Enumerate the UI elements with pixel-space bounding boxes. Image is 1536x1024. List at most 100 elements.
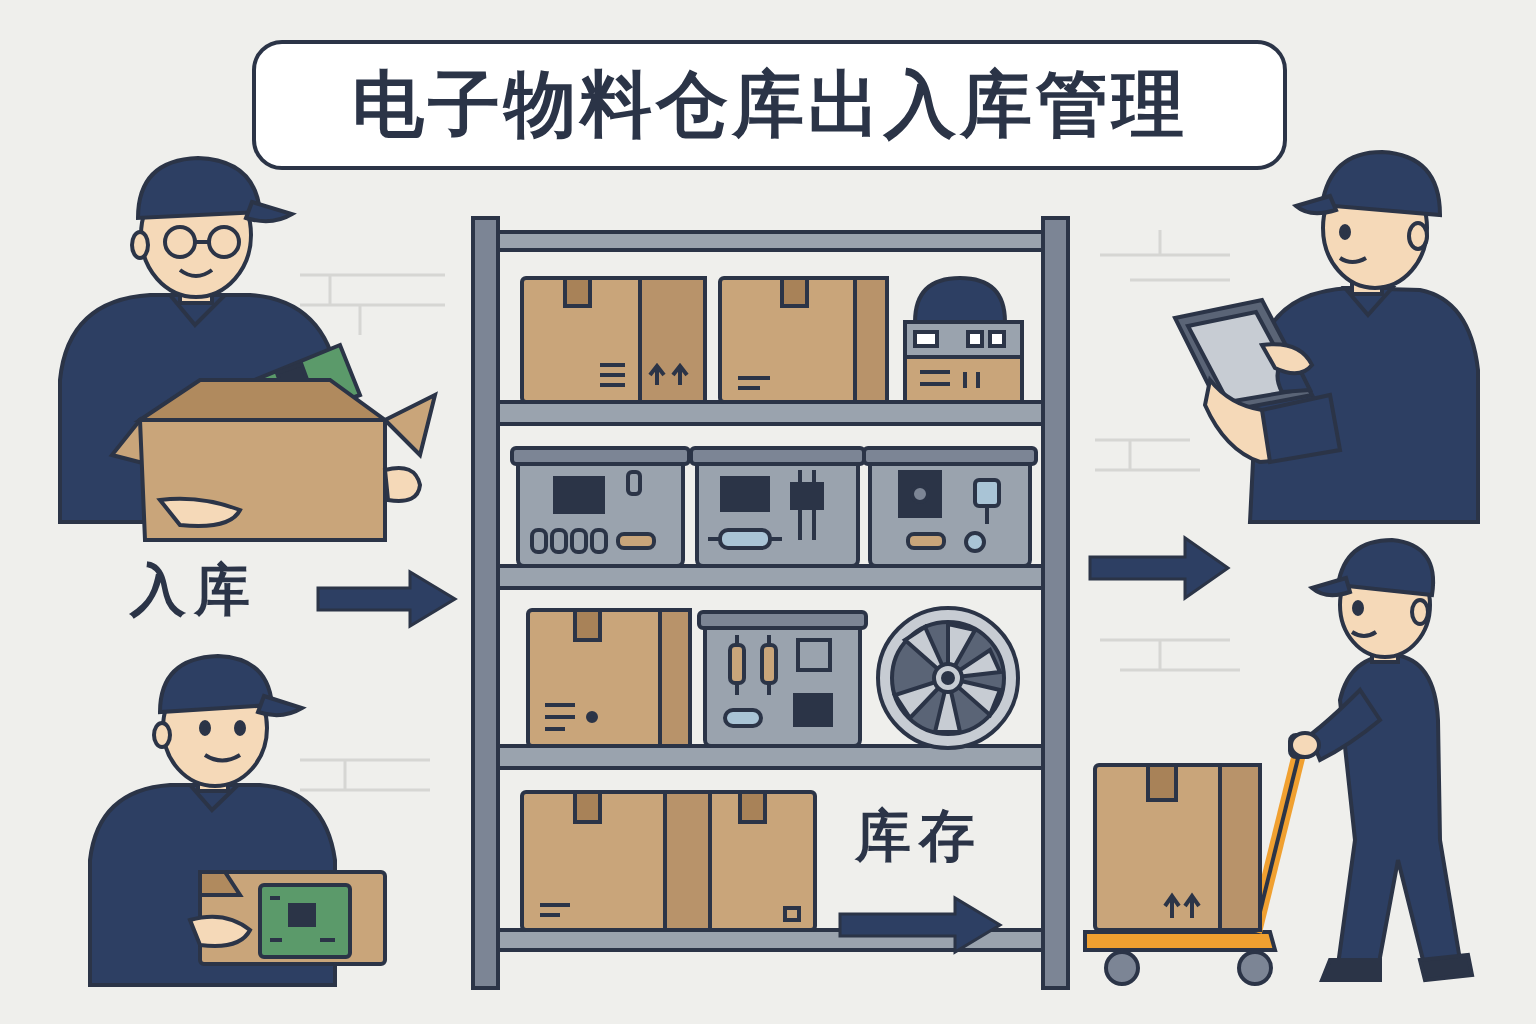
pallet-jack: [1085, 932, 1275, 950]
component-bins: [512, 448, 689, 464]
worker-checking: [1262, 344, 1312, 373]
shelf-rack: [498, 402, 1043, 424]
worker-receiving: [138, 158, 260, 218]
pallet-jack: [1165, 896, 1199, 918]
worker-receiving: [258, 696, 302, 715]
worker-shipping: [1322, 960, 1380, 980]
worker-shipping: [1352, 632, 1376, 636]
worker-receiving: [200, 872, 240, 895]
cardboard-boxes: [545, 705, 575, 729]
title-frame: 电子物料仓库出入库管理: [252, 40, 1287, 170]
tablet: [1175, 300, 1312, 412]
component-bins: [985, 506, 989, 524]
worker-receiving: [270, 898, 335, 940]
brick-lines: [1100, 640, 1240, 670]
component-bins: [912, 486, 928, 502]
worker-shipping: [1338, 540, 1433, 595]
worker-receiving: [60, 158, 435, 540]
worker-shipping: [1420, 955, 1472, 980]
component-bins: [908, 534, 944, 548]
component-bins: [966, 533, 984, 551]
component-bin: [730, 645, 744, 683]
brick-lines: [1095, 440, 1200, 470]
component-bins: [555, 478, 603, 512]
cardboard-boxes: [785, 908, 799, 920]
shelf-rack: [498, 746, 1043, 768]
flow-arrows: [840, 898, 1000, 952]
component-bins: [691, 448, 864, 464]
brick-lines: [300, 230, 1240, 790]
worker-receiving: [132, 232, 148, 258]
component-bins: [618, 534, 654, 548]
brick-lines: [300, 275, 445, 335]
device-unit: [915, 332, 937, 346]
component-bins: [722, 478, 768, 510]
component-bins: [900, 472, 940, 516]
component-bin: [767, 635, 771, 695]
cardboard-boxes: [575, 610, 600, 640]
worker-receiving: [385, 395, 435, 455]
component-bins: [628, 472, 640, 494]
worker-receiving: [205, 755, 240, 761]
flow-arrows: [318, 538, 1228, 952]
shelf-rack: [473, 218, 498, 988]
brick-lines: [300, 760, 430, 790]
device-unit: [920, 372, 978, 388]
component-bins: [708, 537, 782, 541]
worker-receiving: [90, 656, 385, 985]
worker-shipping: [1412, 600, 1428, 624]
cardboard-boxes: [650, 366, 687, 385]
cardboard-boxes: [740, 792, 765, 822]
worker-receiving: [246, 202, 292, 221]
worker-checking: [1175, 152, 1478, 522]
worker-shipping: [1312, 578, 1350, 595]
shelf-rack: [1043, 218, 1068, 988]
component-reel: [943, 673, 953, 683]
worker-receiving: [190, 917, 250, 946]
component-bin: [699, 612, 866, 628]
component-bins: [720, 530, 770, 548]
worker-receiving: [140, 380, 385, 420]
flow-label: 库存: [855, 808, 983, 864]
device-unit: [990, 332, 1004, 346]
flow-label: 入库: [130, 562, 258, 618]
pallet-jack: [1106, 952, 1138, 984]
cardboard-boxes: [720, 278, 887, 402]
component-bin: [705, 612, 860, 746]
pallet-jack: [1148, 765, 1176, 800]
component-bin: [762, 645, 776, 683]
flow-arrows: [318, 572, 455, 626]
cardboard-boxes: [522, 792, 815, 930]
worker-receiving: [165, 227, 195, 257]
device-unit: [915, 278, 1005, 322]
component-bin: [699, 612, 866, 746]
pallet-jack: [1220, 765, 1260, 930]
worker-receiving: [290, 905, 314, 925]
component-reel: [878, 608, 1018, 748]
component-bins: [975, 480, 999, 506]
cardboard-boxes: [528, 610, 690, 746]
worker-receiving: [140, 420, 385, 540]
component-bin: [725, 710, 761, 726]
shelf-rack: [498, 566, 1043, 588]
cardboard-boxes: [565, 278, 590, 306]
cardboard-boxes: [665, 792, 710, 930]
component-bins: [512, 448, 1036, 566]
cardboard-boxes: [660, 610, 690, 746]
worker-shipping: [1291, 733, 1319, 757]
worker-checking: [1322, 152, 1440, 215]
diagram-title: 电子物料仓库出入库管理: [352, 57, 1188, 153]
cardboard-boxes: [540, 905, 570, 915]
cardboard-boxes: [782, 278, 807, 306]
cardboard-boxes: [522, 278, 705, 402]
worker-receiving: [160, 499, 240, 526]
pallet-jack: [1239, 952, 1271, 984]
tablet: [1175, 300, 1312, 412]
worker-checking: [1340, 258, 1366, 262]
component-bin: [735, 635, 739, 695]
worker-checking: [1296, 196, 1336, 213]
device-unit: [905, 322, 1022, 357]
pallet-jack: [1095, 765, 1260, 930]
cardboard-boxes: [738, 378, 770, 388]
component-reel: [934, 664, 962, 692]
